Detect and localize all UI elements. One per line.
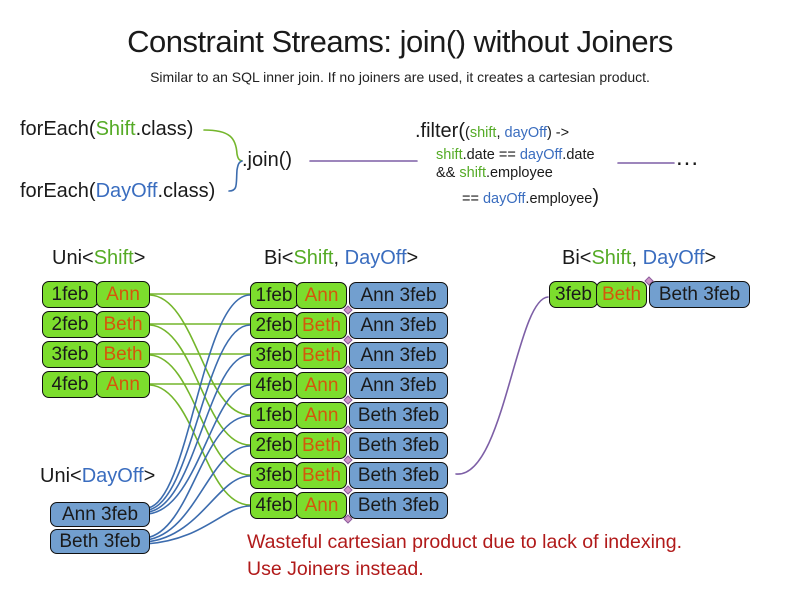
shift-employee-cell: Ann [96, 281, 150, 308]
shift-date-cell: 1feb [250, 282, 298, 309]
shift-class-token: Shift [95, 118, 136, 140]
shift-date-cell: 3feb [250, 342, 298, 369]
shift-employee-cell: Beth [296, 312, 347, 339]
shift-employee-cell: Beth [96, 311, 150, 338]
dayoff-table-row: Ann 3feb [50, 502, 150, 529]
shift-date-cell: 3feb [42, 341, 98, 368]
shift-employee-cell: Ann [296, 492, 347, 519]
page-subtitle: Similar to an SQL inner join. If no join… [150, 69, 650, 85]
shift-date-cell: 3feb [250, 462, 298, 489]
dayoff-cell: Ann 3feb [349, 342, 448, 369]
purple-flow-lines [309, 160, 675, 475]
shift-date-cell: 2feb [250, 432, 298, 459]
dayoff-cell: Ann 3feb [349, 372, 448, 399]
dayoff-cell: Beth 3feb [349, 462, 448, 489]
code-filter-line2: shift.date == dayOff.date [436, 147, 595, 163]
shift-employee-cell: Beth [596, 281, 647, 308]
shift-employee-cell: Ann [296, 282, 347, 309]
dayoff-cell: Beth 3feb [349, 492, 448, 519]
shift-date-cell: 4feb [250, 372, 298, 399]
label-uni-dayoff: Uni<DayOff> [40, 465, 156, 487]
warning-line-2: Use Joiners instead. [247, 558, 424, 580]
dayoff-class-token: DayOff [95, 180, 158, 202]
label-bi-mid: Bi<Shift, DayOff> [264, 247, 419, 269]
shift-date-cell: 2feb [250, 312, 298, 339]
page-title: Constraint Streams: join() without Joine… [127, 24, 673, 59]
join-brace-top [203, 129, 243, 162]
dayoff-cell: Ann 3feb [50, 502, 150, 527]
shift-employee-cell: Beth [296, 432, 347, 459]
shift-employee-cell: Ann [296, 372, 347, 399]
dayoff-cell: Ann 3feb [349, 312, 448, 339]
label-bi-right: Bi<Shift, DayOff> [562, 247, 717, 269]
code-foreach-dayoff: forEach(DayOff.class) [20, 180, 216, 202]
shift-date-cell: 2feb [42, 311, 98, 338]
dayoff-cell: Beth 3feb [349, 432, 448, 459]
dayoff-cell: Beth 3feb [649, 281, 750, 308]
shift-date-cell: 1feb [250, 402, 298, 429]
filter-result-line [455, 296, 549, 475]
code-join: .join() [242, 149, 293, 171]
join-brace-bottom [228, 160, 243, 192]
shift-employee-cell: Beth [296, 342, 347, 369]
label-uni-shift: Uni<Shift> [52, 247, 146, 269]
dayoff-cell: Beth 3feb [349, 402, 448, 429]
dayoff-join-lines [145, 160, 251, 545]
shift-employee-cell: Beth [96, 341, 150, 368]
code-foreach-shift: forEach(Shift.class) [20, 118, 194, 140]
dayoff-cell: Beth 3feb [50, 529, 150, 554]
shift-date-cell: 3feb [549, 281, 598, 308]
shift-date-cell: 4feb [250, 492, 298, 519]
shift-join-lines [149, 129, 251, 506]
code-filter-line4: == dayOff.employee) [462, 186, 599, 208]
shift-employee-cell: Ann [296, 402, 347, 429]
code-ellipsis: ... [676, 144, 700, 171]
shift-date-cell: 1feb [42, 281, 98, 308]
code-filter-line3: && shift.employee [436, 165, 553, 181]
code-filter-line1: .filter((shift, dayOff) -> [415, 120, 570, 142]
pair-diamond-markers [343, 276, 654, 524]
shift-date-cell: 4feb [42, 371, 98, 398]
shift-employee-cell: Beth [296, 462, 347, 489]
warning-line-1: Wasteful cartesian product due to lack o… [247, 531, 683, 553]
dayoff-table-row: Beth 3feb [50, 529, 150, 556]
dayoff-cell: Ann 3feb [349, 282, 448, 309]
shift-employee-cell: Ann [96, 371, 150, 398]
